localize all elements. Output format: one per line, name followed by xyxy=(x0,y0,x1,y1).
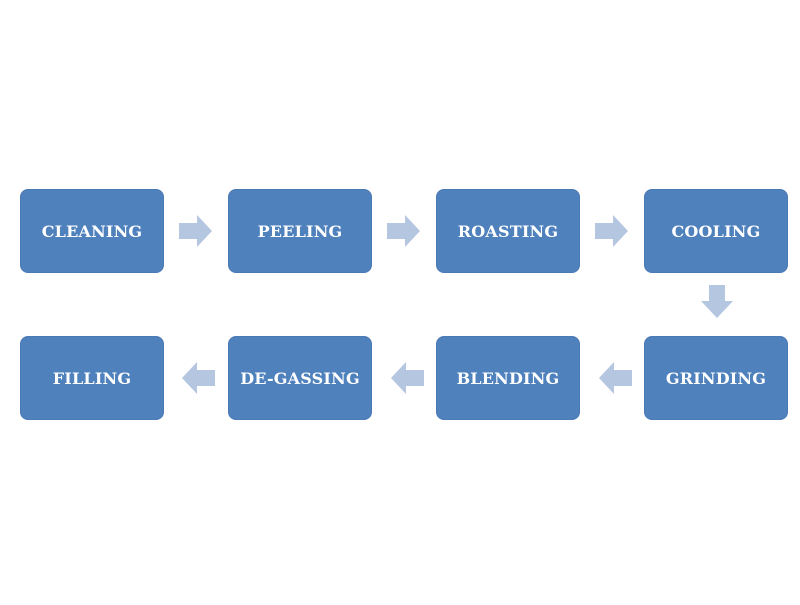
step-label: ROASTING xyxy=(457,221,559,241)
arrow-right-icon xyxy=(387,214,421,248)
step-label: GRINDING xyxy=(665,368,767,388)
arrow-left-icon xyxy=(181,361,215,395)
arrow-left-icon xyxy=(390,361,424,395)
step-cleaning: CLEANING xyxy=(20,189,164,273)
step-de-gassing: DE-GASSING xyxy=(228,336,372,420)
step-roasting: ROASTING xyxy=(436,189,580,273)
step-filling: FILLING xyxy=(20,336,164,420)
step-label: CLEANING xyxy=(41,221,143,241)
arrow-right-icon xyxy=(595,214,629,248)
arrow-right-icon xyxy=(179,214,213,248)
step-peeling: PEELING xyxy=(228,189,372,273)
step-cooling: COOLING xyxy=(644,189,788,273)
step-blending: BLENDING xyxy=(436,336,580,420)
step-label: PEELING xyxy=(257,221,343,241)
step-label: DE-GASSING xyxy=(240,368,360,388)
step-label: COOLING xyxy=(671,221,761,241)
arrow-left-icon xyxy=(598,361,632,395)
step-label: FILLING xyxy=(52,368,132,388)
step-grinding: GRINDING xyxy=(644,336,788,420)
arrow-down-icon xyxy=(700,285,734,319)
step-label: BLENDING xyxy=(456,368,560,388)
